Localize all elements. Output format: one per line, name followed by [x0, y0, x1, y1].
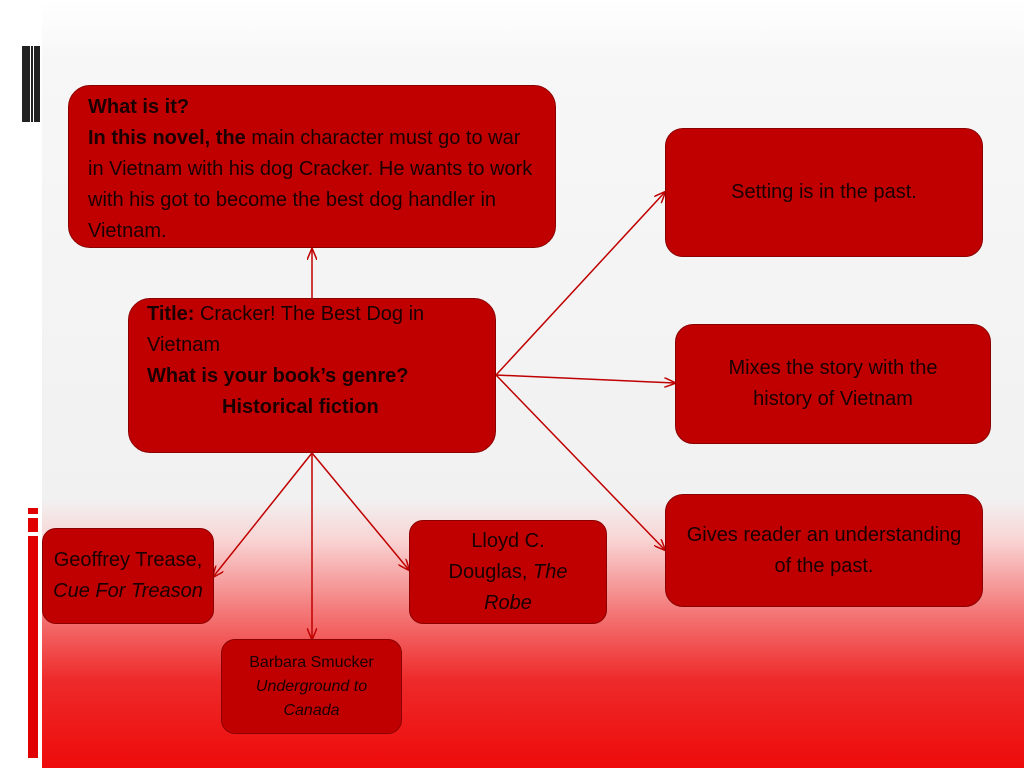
genre-answer: Historical fiction [222, 396, 379, 418]
example-text: Lloyd C. Douglas, The Robe [448, 529, 568, 614]
example-book: Underground to Canada [255, 677, 368, 719]
feature-box-setting: Setting is in the past. [665, 128, 983, 257]
feature-text: Gives reader an understanding of the pas… [686, 523, 962, 577]
genre-question: What is your book’s genre? [147, 365, 409, 387]
example-box-smucker: Barbara Smucker Underground to Canada [221, 639, 402, 734]
arrow-to-understanding [495, 374, 665, 550]
arrow-to-douglas [311, 452, 409, 570]
feature-text: Mixes the story with the history of Viet… [728, 357, 938, 410]
arrow-to-history [495, 374, 675, 383]
what-is-it-heading: What is it? [88, 96, 190, 118]
what-is-it-text: In this novel, the main character must g… [88, 127, 533, 242]
feature-box-history: Mixes the story with the history of Viet… [675, 324, 991, 444]
arrow-to-trease [213, 452, 313, 577]
feature-box-understanding: Gives reader an understanding of the pas… [665, 494, 983, 607]
what-is-it-box: What is it? In this novel, the main char… [68, 85, 556, 248]
arrow-to-setting [495, 192, 665, 376]
example-box-trease: Geoffrey Trease, Cue For Treason [42, 528, 214, 624]
central-topic-box: Title: Cracker! The Best Dog in Vietnam … [128, 298, 496, 453]
title-line: Title: Cracker! The Best Dog in Vietnam [147, 303, 425, 356]
example-text: Geoffrey Trease, Cue For Treason [53, 549, 203, 602]
example-box-douglas: Lloyd C. Douglas, The Robe [409, 520, 607, 624]
example-author: Barbara Smucker [249, 653, 374, 671]
feature-text: Setting is in the past. [731, 181, 917, 203]
